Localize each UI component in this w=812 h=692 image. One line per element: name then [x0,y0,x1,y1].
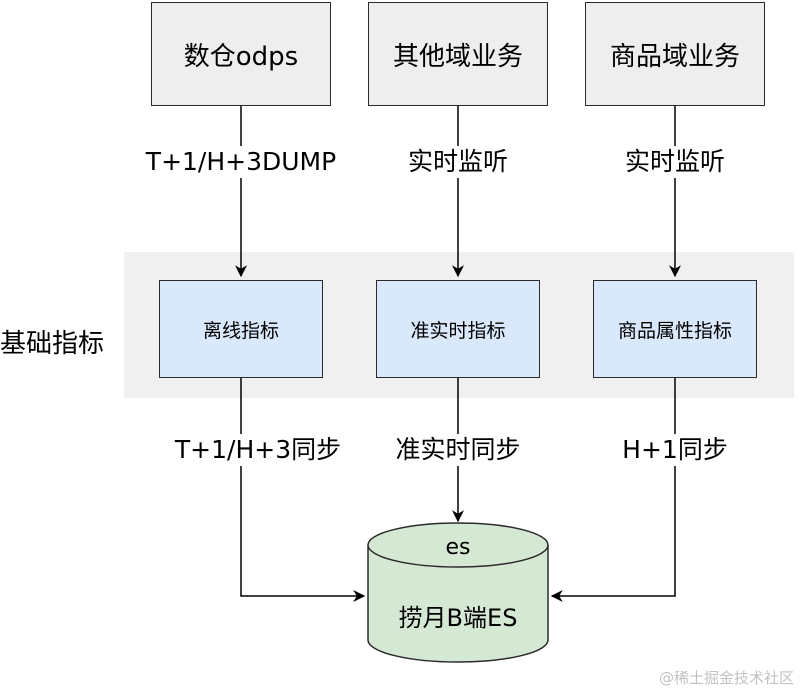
source-label-other-domain: 其他域业务 [392,41,523,72]
group-label-basic-metrics: 基础指标 [0,329,105,359]
metric-label-goods-attr: 商品属性指标 [617,319,732,342]
source-label-goods-domain: 商品域业务 [609,41,740,72]
source-label-odps: 数仓odps [183,41,299,72]
edge-label-realtime-sync: 准实时同步 [395,434,521,466]
es-database-cylinder [367,522,549,663]
edge-label-odps-dump: T+1/H+3DUMP [145,146,337,178]
source-box-goods-domain: 商品域业务 [585,2,765,106]
metric-box-near-realtime: 准实时指标 [376,280,540,378]
database-top-label: es [445,535,471,560]
source-box-other-domain: 其他域业务 [368,2,548,106]
watermark: @稀土掘金技术社区 [658,669,794,687]
edge-label-goods-listen: 实时监听 [624,146,726,178]
metric-box-goods-attr: 商品属性指标 [593,280,757,378]
database-name: 捞月B端ES [398,604,518,632]
metric-box-offline: 离线指标 [159,280,323,378]
source-box-odps: 数仓odps [151,2,331,106]
edge-offline-to-es [240,378,366,602]
edge-label-offline-sync: T+1/H+3同步 [174,434,342,466]
metric-label-near-realtime: 准实时指标 [410,319,506,342]
edge-attr-to-es [550,378,676,602]
metric-label-offline: 离线指标 [202,319,279,342]
edge-label-other-listen: 实时监听 [407,146,509,178]
edge-label-h1-sync: H+1同步 [622,434,728,466]
